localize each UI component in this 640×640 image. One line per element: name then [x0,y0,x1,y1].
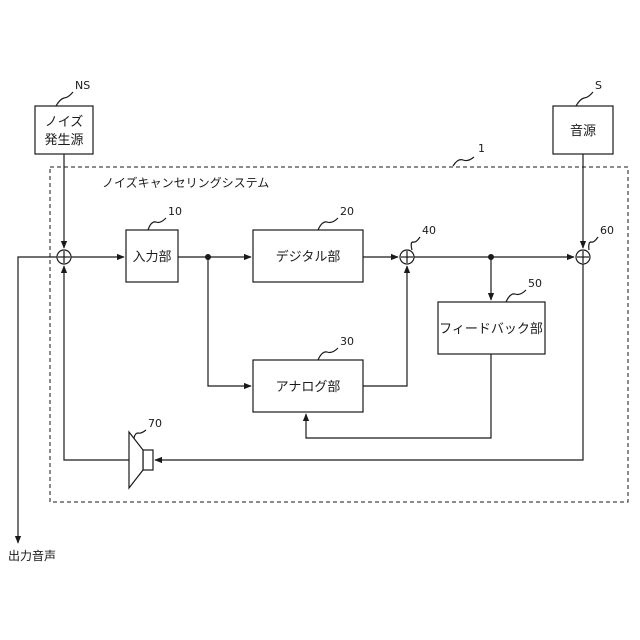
adder-second-leader [411,237,420,250]
adder-third [576,250,590,264]
input-unit-label: 入力部 [132,250,171,265]
adder-first [57,250,71,264]
analog-unit-label: アナログ部 [276,380,341,395]
adder-third-ref: 60 [600,224,614,237]
sound-source-leader [576,92,593,106]
feedback-unit-ref: 50 [528,277,542,290]
wire-analog-to-adder [363,266,407,386]
wire-output [18,257,57,543]
system-leader [453,157,474,166]
speaker-ref: 70 [148,417,162,430]
wire-speaker-to-adder [64,266,129,460]
system-ref: 1 [478,142,485,155]
wire-branch-to-analog [208,257,251,386]
sound-source-ref: S [595,79,602,92]
speaker-leader [134,430,146,438]
noise-source-leader [56,92,73,106]
feedback-unit-label: フィードバック部 [439,322,543,337]
noise-source-label-line2: 発生源 [44,133,83,148]
digital-unit-label: デジタル部 [276,249,341,265]
digital-unit-ref: 20 [340,205,354,218]
analog-unit-leader [318,348,338,360]
digital-unit-leader [318,218,338,230]
adder-third-leader [589,237,598,250]
noise-source-label-line1: ノイズ [45,114,84,130]
output-label: 出力音声 [8,548,56,563]
sound-source-label: 音源 [570,123,596,139]
analog-unit-ref: 30 [340,335,354,348]
input-unit-ref: 10 [168,205,182,218]
wire-adder-to-speaker [155,264,583,460]
adder-second [400,250,414,264]
speaker-icon [129,432,153,488]
input-unit-leader [148,218,166,230]
feedback-unit-leader [506,290,526,302]
noise-source-ref: NS [75,79,90,92]
system-label: ノイズキャンセリングシステム [102,175,269,190]
adder-second-ref: 40 [422,224,436,237]
